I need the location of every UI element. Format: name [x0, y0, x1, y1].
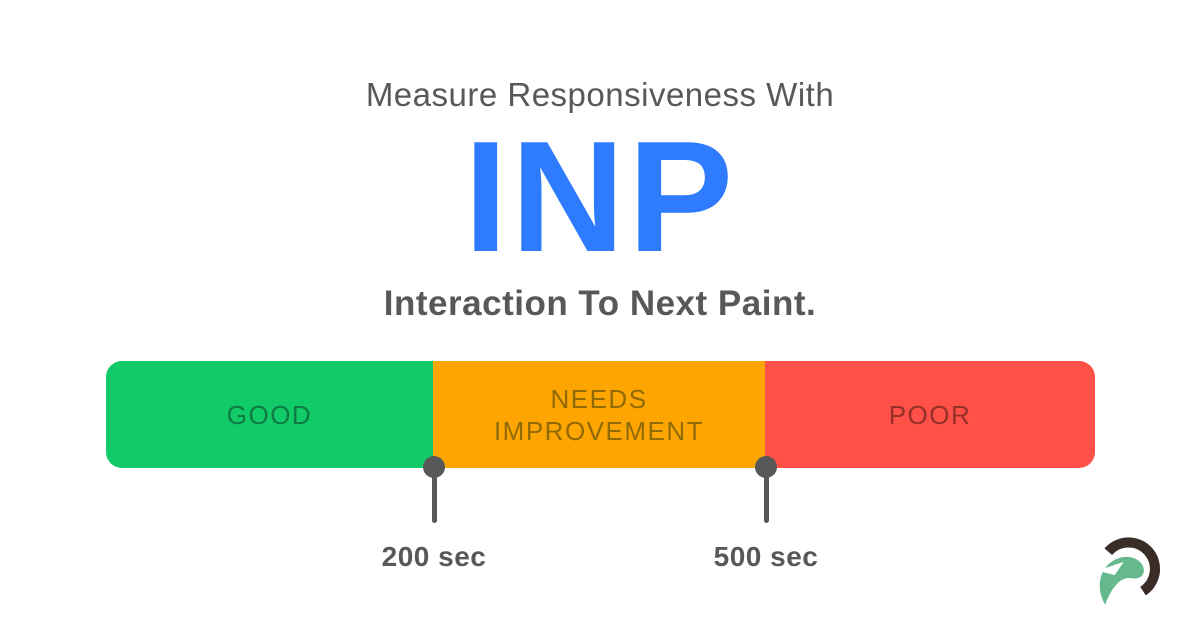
threshold-dot-icon	[755, 456, 777, 478]
threshold-stem	[763, 470, 769, 523]
threshold-dot-icon	[423, 456, 445, 478]
inp-threshold-scale: GOOD NEEDS IMPROVEMENT POOR	[106, 361, 1095, 468]
inp-acronym: INP	[463, 109, 737, 285]
segment-poor: POOR	[765, 361, 1095, 468]
spartan-helmet-logo-icon	[1097, 537, 1161, 605]
threshold-stem	[431, 470, 437, 523]
segment-needs-improvement-label: NEEDS IMPROVEMENT	[493, 383, 705, 446]
threshold-label-200: 200 sec	[381, 541, 487, 572]
segment-good-label: GOOD	[226, 399, 313, 430]
page-title: Measure Responsiveness With	[365, 76, 835, 113]
threshold-label-500: 500 sec	[713, 541, 819, 572]
inp-subtitle: Interaction To Next Paint.	[383, 284, 817, 323]
segment-needs-improvement: NEEDS IMPROVEMENT	[433, 361, 765, 468]
segment-good: GOOD	[106, 361, 433, 468]
segment-poor-label: POOR	[888, 399, 972, 430]
